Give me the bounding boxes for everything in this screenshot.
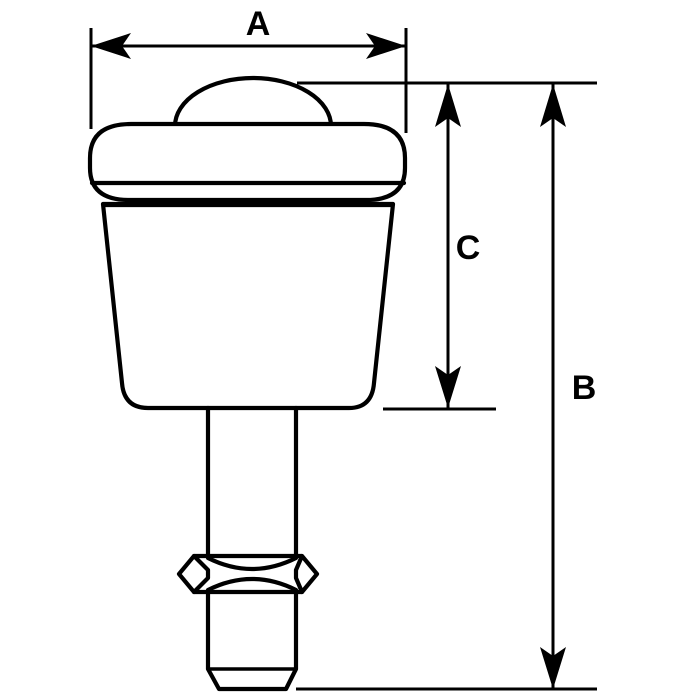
housing-cap-outline bbox=[87, 121, 408, 203]
threaded-stud-lower bbox=[205, 586, 299, 692]
dimension-c: C bbox=[435, 84, 480, 408]
dimension-b-label: B bbox=[572, 369, 597, 407]
dimension-a-arrow-right bbox=[366, 33, 406, 59]
hex-nut-right-corner-line bbox=[293, 553, 305, 595]
hex-nut-center-chamfer-arc bbox=[205, 555, 299, 572]
extension-lines bbox=[89, 28, 597, 691]
part-geometry bbox=[87, 75, 408, 692]
dimension-c-arrow-top bbox=[435, 84, 461, 127]
housing-body-outline bbox=[100, 201, 396, 411]
threaded-stud-shank bbox=[205, 405, 299, 563]
dimension-a: A bbox=[91, 5, 406, 59]
dimension-c-label: C bbox=[456, 229, 481, 267]
dimension-a-label: A bbox=[246, 5, 271, 43]
dimension-c-arrow-bottom bbox=[435, 366, 461, 408]
dimension-b: B bbox=[540, 84, 596, 689]
hex-nut-center-chamfer-arc-lower bbox=[205, 576, 299, 593]
dimension-b-arrow-top bbox=[540, 84, 566, 127]
ball-dome-arc bbox=[172, 75, 334, 129]
dimension-b-arrow-bottom bbox=[540, 647, 566, 689]
dimension-a-arrow-left bbox=[91, 33, 131, 59]
hex-nut-left-corner-line bbox=[191, 553, 211, 595]
